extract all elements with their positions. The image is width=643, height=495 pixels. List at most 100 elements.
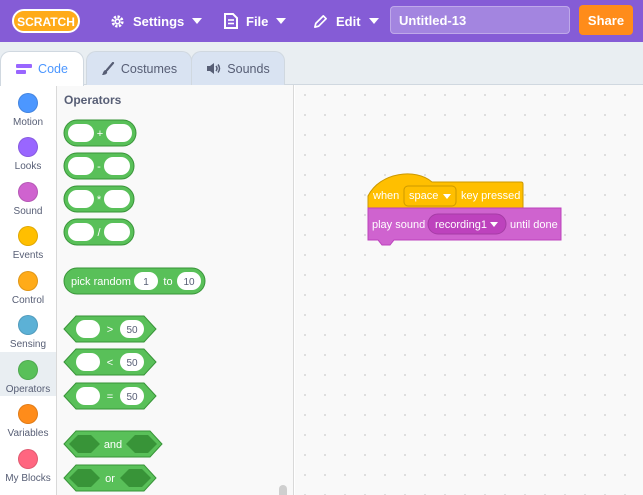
settings-menu[interactable]: Settings: [110, 0, 203, 42]
control-color-dot: [18, 271, 38, 291]
multiply-block[interactable]: *: [63, 185, 135, 213]
logic-label: or: [105, 473, 115, 485]
category-variables[interactable]: Variables: [0, 400, 56, 444]
edit-label: Edit: [336, 13, 361, 29]
category-my-blocks[interactable]: My Blocks: [0, 445, 56, 489]
category-label: My Blocks: [5, 473, 51, 484]
when-label: when: [372, 190, 399, 202]
brush-icon: [101, 61, 114, 75]
subtract-block[interactable]: -: [63, 152, 135, 180]
number-input[interactable]: [104, 190, 130, 208]
category-sound[interactable]: Sound: [0, 178, 56, 222]
operator-symbol: /: [97, 227, 101, 239]
operator-symbol: =: [107, 391, 113, 403]
random-to-input[interactable]: [177, 272, 201, 290]
category-motion[interactable]: Motion: [0, 89, 56, 133]
file-menu[interactable]: File: [224, 0, 287, 42]
random-to-value: 10: [183, 277, 195, 288]
compare-right-input[interactable]: [120, 387, 144, 405]
or-block[interactable]: or: [63, 464, 157, 492]
file-icon: [224, 13, 238, 29]
pick-random-label: pick random: [71, 276, 131, 288]
equals-block[interactable]: = 50: [63, 382, 157, 410]
menu-bar: SCRATCH Settings File Edit Untitled-13 S…: [0, 0, 643, 42]
logo-text: SCRATCH: [17, 15, 75, 29]
key-dropdown[interactable]: [403, 185, 457, 207]
editor-tabs: Code Costumes Sounds: [0, 42, 643, 86]
operator-symbol: +: [97, 128, 103, 140]
operator-symbol: <: [107, 357, 113, 369]
project-title-input[interactable]: Untitled-13: [390, 6, 570, 34]
compare-left-input[interactable]: [76, 353, 100, 371]
category-label: Motion: [12, 117, 43, 128]
category-label: Events: [12, 250, 44, 261]
my-blocks-color-dot: [18, 449, 38, 469]
compare-value: 50: [126, 325, 138, 336]
palette-title: Operators: [64, 93, 122, 107]
events-color-dot: [18, 226, 38, 246]
random-from-value: 1: [143, 277, 149, 288]
category-looks[interactable]: Looks: [0, 133, 56, 177]
greater-than-block[interactable]: > 50: [63, 315, 157, 343]
sound-dropdown[interactable]: [427, 213, 507, 235]
category-label: Sensing: [9, 339, 47, 350]
compare-left-input[interactable]: [76, 320, 100, 338]
random-to-label: to: [163, 276, 172, 288]
number-input[interactable]: [68, 157, 94, 175]
scratch-logo[interactable]: SCRATCH: [12, 8, 80, 34]
compare-value: 50: [126, 358, 138, 369]
sensing-color-dot: [18, 315, 38, 335]
chevron-down-icon: [368, 18, 379, 24]
gear-icon: [111, 14, 124, 28]
random-from-input[interactable]: [134, 272, 158, 290]
and-block[interactable]: and: [63, 430, 163, 458]
pencil-icon: [314, 14, 327, 28]
tab-code-label: Code: [38, 62, 68, 76]
script-blocks: when space key pressed play sound record…: [367, 173, 562, 246]
boolean-slot[interactable]: [69, 435, 100, 453]
chevron-down-icon: [490, 222, 498, 227]
play-sound-block[interactable]: play sound recording1 until done: [367, 207, 562, 246]
number-input[interactable]: [104, 157, 130, 175]
number-input[interactable]: [68, 223, 94, 241]
category-label: Variables: [7, 428, 49, 439]
when-key-pressed-block[interactable]: when space key pressed: [367, 173, 524, 211]
category-label: Operators: [5, 384, 51, 395]
category-events[interactable]: Events: [0, 222, 56, 266]
tab-code[interactable]: Code: [0, 51, 84, 86]
number-input[interactable]: [104, 223, 130, 241]
category-menu: Motion Looks Sound Events Control Sensin…: [0, 85, 57, 495]
tab-sounds-label: Sounds: [227, 61, 270, 76]
boolean-slot[interactable]: [120, 469, 151, 487]
add-block[interactable]: +: [63, 119, 137, 147]
compare-right-input[interactable]: [120, 320, 144, 338]
boolean-slot[interactable]: [69, 469, 100, 487]
logic-label: and: [104, 439, 122, 451]
compare-value: 50: [126, 392, 138, 403]
less-than-block[interactable]: < 50: [63, 348, 157, 376]
category-sensing[interactable]: Sensing: [0, 311, 56, 355]
tab-costumes[interactable]: Costumes: [86, 51, 192, 85]
operator-symbol: *: [97, 194, 102, 206]
share-button[interactable]: Share: [579, 5, 633, 35]
edit-menu[interactable]: Edit: [313, 0, 379, 42]
pick-random-block[interactable]: pick random 1 to 10: [63, 267, 206, 295]
number-input[interactable]: [106, 124, 132, 142]
tab-sounds[interactable]: Sounds: [191, 51, 285, 85]
key-value: space: [409, 190, 438, 202]
palette-scrollbar[interactable]: [279, 485, 287, 495]
chevron-down-icon: [192, 18, 203, 24]
number-input[interactable]: [68, 190, 94, 208]
variables-color-dot: [18, 404, 38, 424]
divide-block[interactable]: /: [63, 218, 135, 246]
compare-left-input[interactable]: [76, 387, 100, 405]
boolean-slot[interactable]: [126, 435, 157, 453]
script-area[interactable]: when space key pressed play sound record…: [295, 85, 643, 495]
number-input[interactable]: [68, 124, 94, 142]
category-operators[interactable]: Operators: [0, 352, 56, 396]
compare-right-input[interactable]: [120, 353, 144, 371]
project-title: Untitled-13: [399, 12, 467, 28]
operators-color-dot: [18, 360, 38, 380]
category-control[interactable]: Control: [0, 267, 56, 311]
looks-color-dot: [18, 137, 38, 157]
